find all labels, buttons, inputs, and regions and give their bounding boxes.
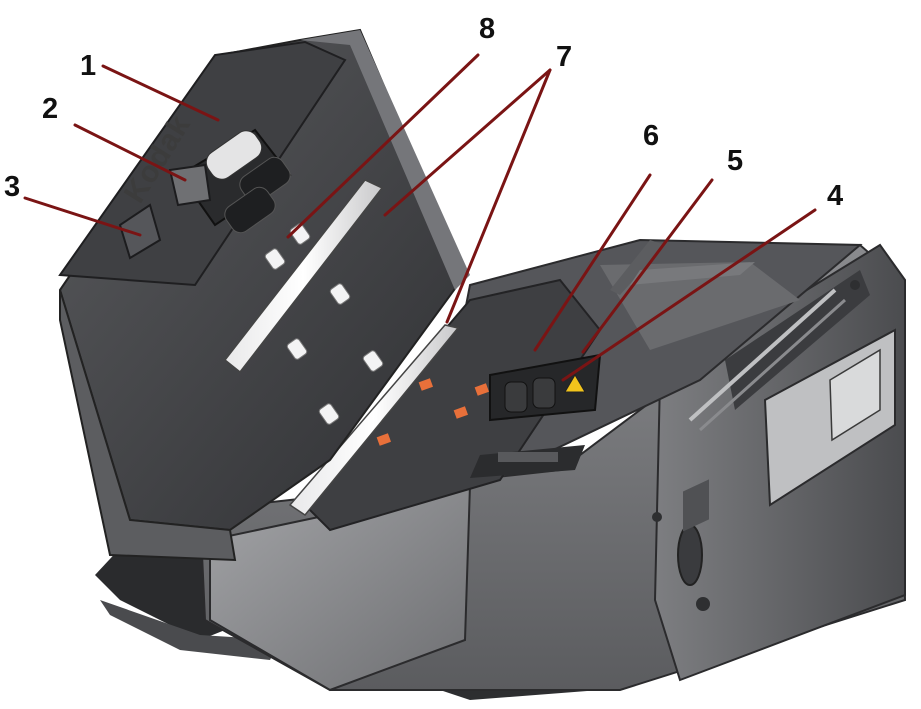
- callout-1: 1: [80, 50, 96, 82]
- leader-3: [23, 196, 142, 237]
- callout-6: 6: [643, 120, 659, 152]
- upper-imaging-glass: [223, 179, 384, 374]
- roller-latch: [168, 163, 212, 207]
- scanner-lid: Kodak: [58, 28, 470, 562]
- callout-3: 3: [4, 171, 20, 203]
- lower-transport: [288, 278, 602, 532]
- callout-leaders: [23, 53, 817, 382]
- leader-2: [73, 123, 187, 182]
- callout-7: 7: [556, 41, 572, 73]
- leader-7b: [445, 68, 552, 324]
- callout-4: 4: [827, 180, 843, 212]
- leader-1: [101, 64, 220, 122]
- lid-release: [118, 203, 162, 260]
- leader-5: [581, 178, 714, 354]
- leader-4: [561, 208, 817, 382]
- lower-imaging-glass: [288, 324, 460, 517]
- callout-5: 5: [727, 145, 743, 177]
- leader-7a: [383, 68, 552, 217]
- callout-numbers: 1 2 3 4 5 6 7 8: [4, 13, 843, 212]
- leader-6: [533, 173, 652, 352]
- callout-8: 8: [479, 13, 495, 45]
- callout-2: 2: [42, 93, 58, 125]
- warning-label: [564, 374, 586, 393]
- leader-8: [286, 53, 480, 239]
